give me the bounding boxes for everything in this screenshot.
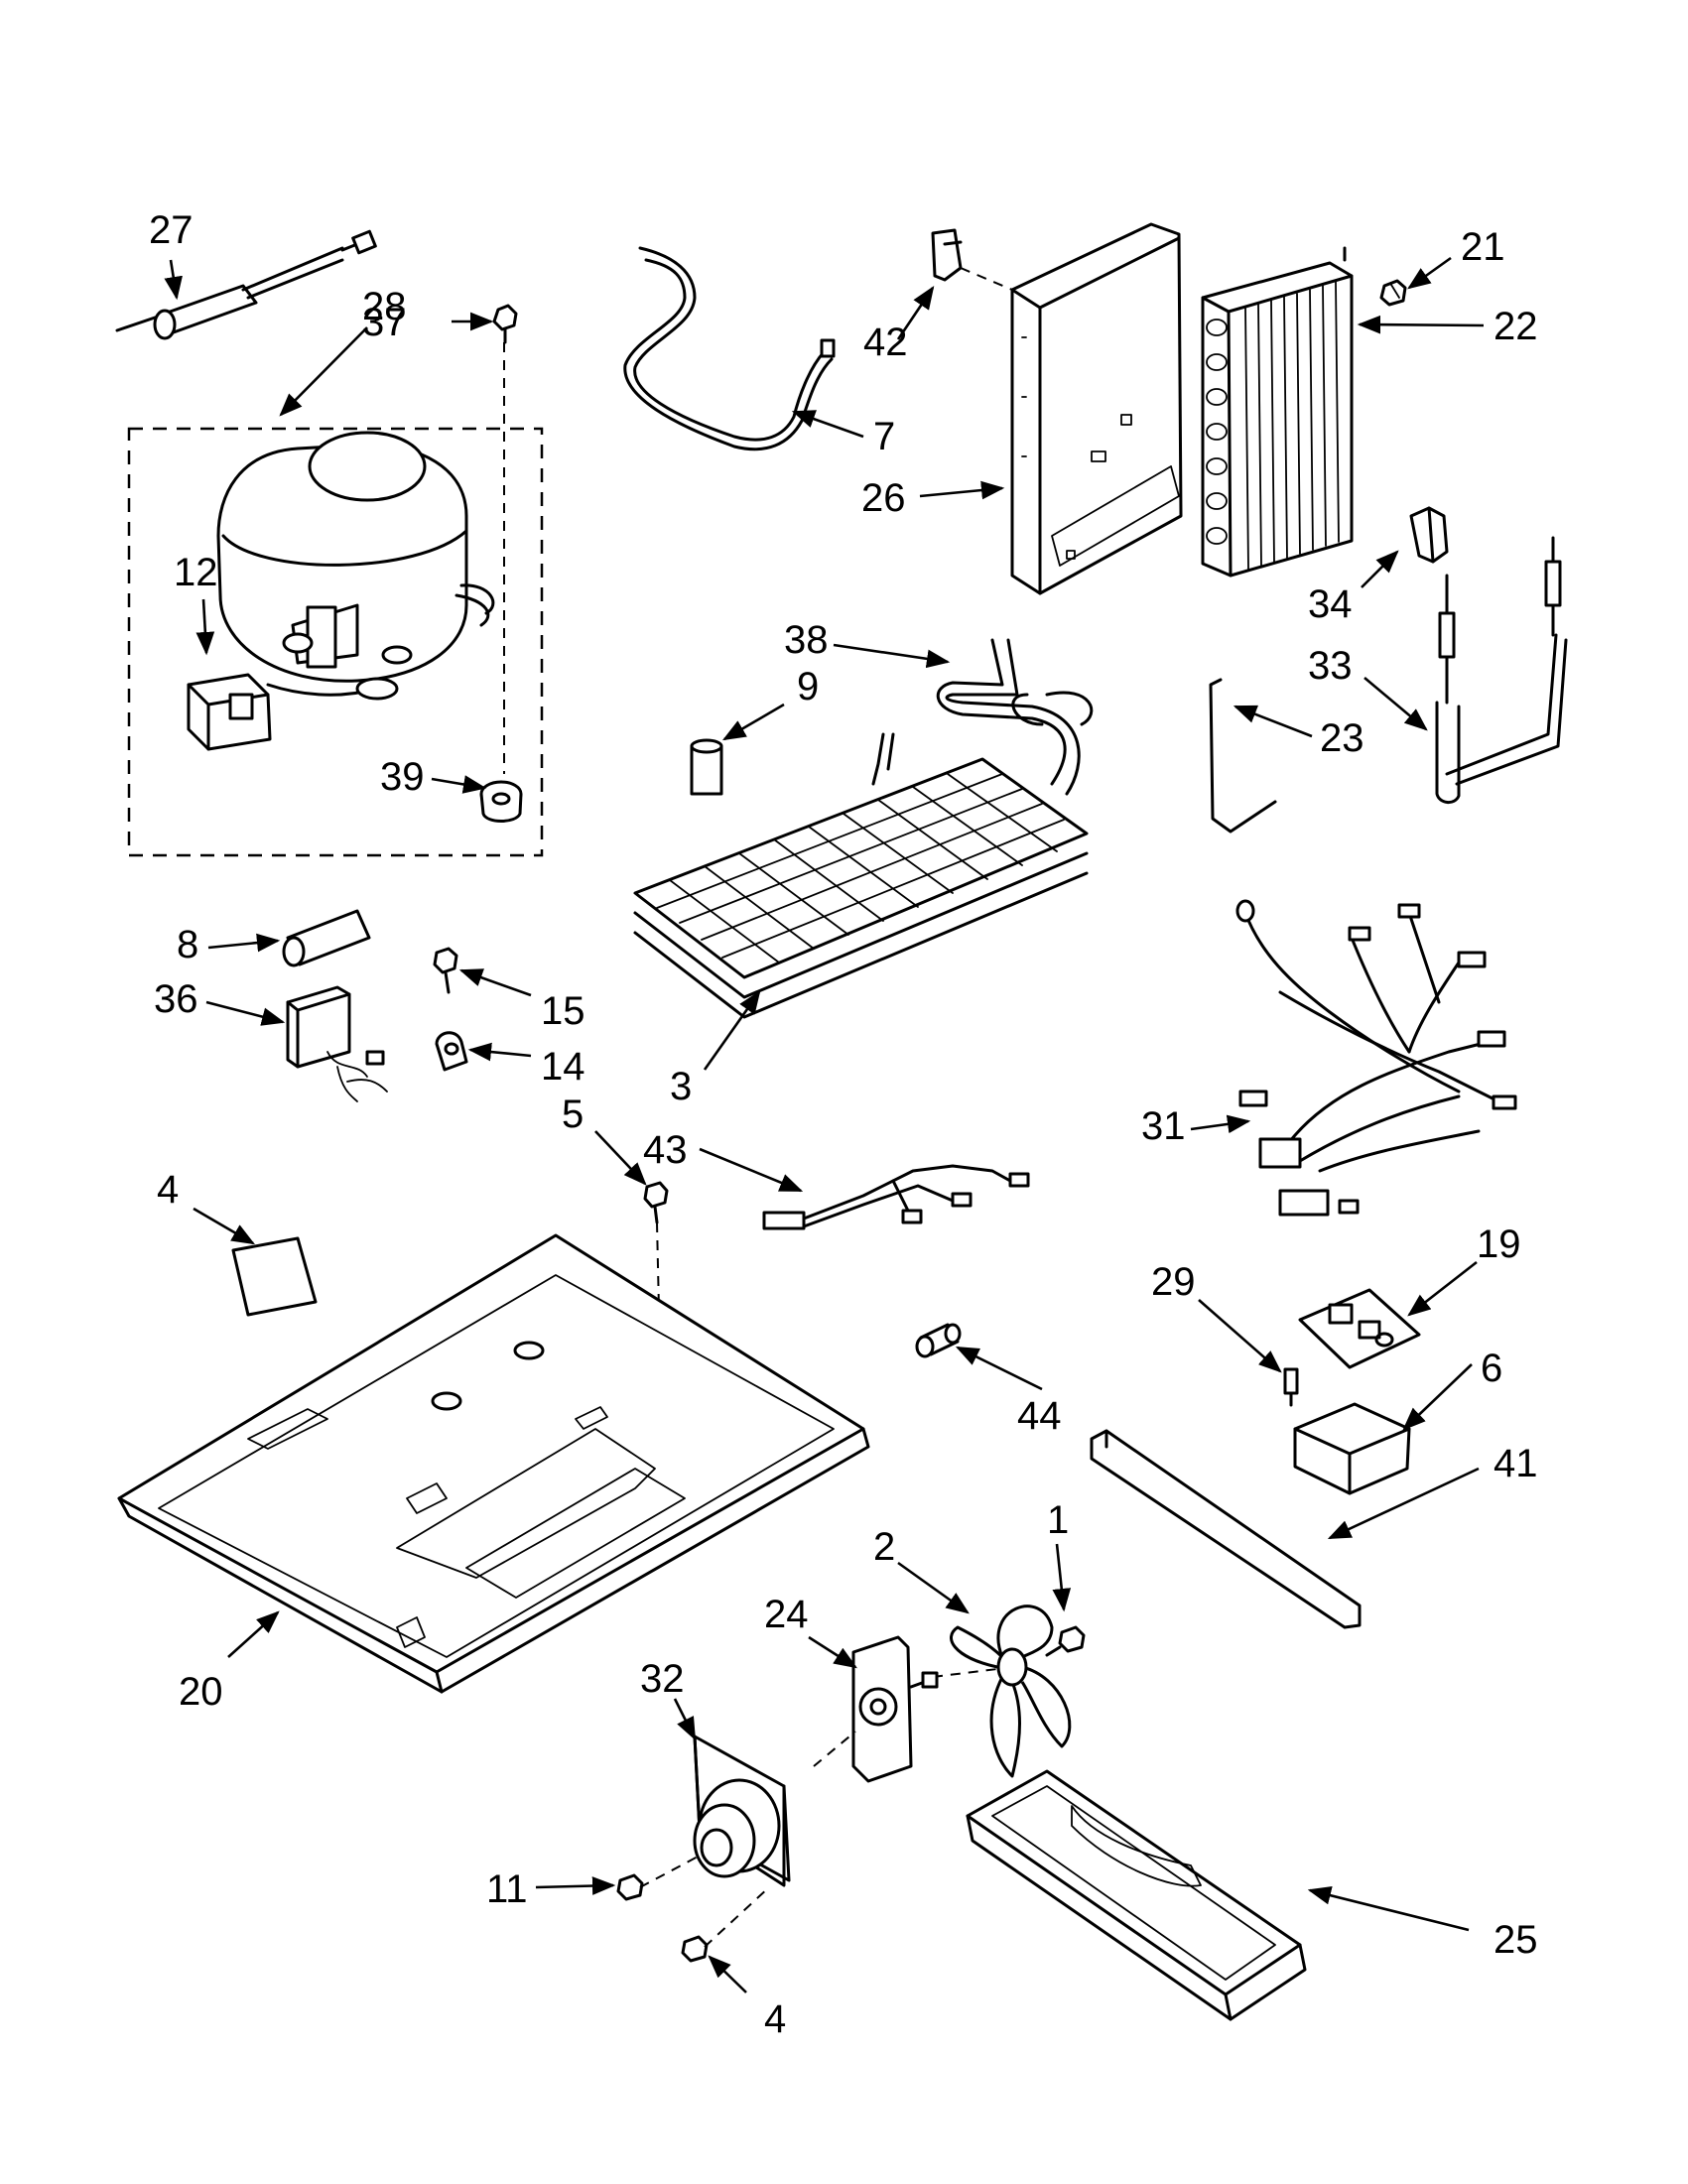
fan-shroud-32 <box>693 1734 791 1887</box>
part-label-38: 38 <box>784 618 829 662</box>
part-label-28: 28 <box>362 285 407 328</box>
evaporator-cover-part <box>1010 222 1183 595</box>
part-label-23: 23 <box>1320 716 1364 760</box>
screw-21 <box>1379 279 1407 307</box>
part-label-22: 22 <box>1493 305 1538 348</box>
screw-15 <box>433 947 458 994</box>
screw-1 <box>1045 1625 1086 1657</box>
tube-assembly-33 <box>1435 536 1568 804</box>
part-label-6: 6 <box>1481 1347 1502 1390</box>
part-label-2: 2 <box>873 1525 895 1569</box>
transformer-36 <box>286 985 388 1102</box>
plug-44 <box>915 1323 962 1358</box>
compressor-kit-box <box>127 427 544 857</box>
clip-part <box>931 228 963 282</box>
part-labels: 27 28 37 12 39 7 42 26 21 22 34 33 23 38… <box>149 208 1538 2041</box>
drain-pan-25 <box>966 1769 1307 2021</box>
part-label-21: 21 <box>1461 225 1505 269</box>
clip-34 <box>1409 506 1449 564</box>
screw-and-grommet <box>479 304 523 823</box>
relay-part <box>187 673 272 751</box>
part-label-3: 3 <box>670 1065 692 1108</box>
screw-4-bottom <box>681 1886 770 1963</box>
strip-41 <box>1090 1429 1362 1629</box>
wire-harness-31 <box>1235 899 1517 1217</box>
part-label-8: 8 <box>177 923 198 966</box>
part-label-42: 42 <box>863 321 908 364</box>
part-label-41: 41 <box>1493 1442 1538 1485</box>
clamp-14 <box>435 1031 468 1072</box>
drier-part <box>115 229 377 340</box>
tube-part-8 <box>282 909 371 967</box>
pad-4 <box>231 1236 318 1317</box>
control-board-19 <box>1298 1288 1421 1369</box>
part-label-11: 11 <box>486 1867 528 1911</box>
condenser-part <box>1201 246 1354 578</box>
leader-lines <box>164 256 1485 1993</box>
wire-clamp-23 <box>1209 678 1277 834</box>
box-6 <box>1293 1402 1411 1495</box>
part-label-29: 29 <box>1151 1260 1196 1304</box>
part-label-15: 15 <box>541 989 585 1033</box>
part-label-25: 25 <box>1493 1918 1538 1962</box>
compressor-part <box>216 431 495 701</box>
part-label-14: 14 <box>541 1045 585 1089</box>
harness-43 <box>762 1164 1030 1230</box>
part-label-32: 32 <box>640 1657 685 1701</box>
screw-5 <box>643 1181 669 1311</box>
part-label-36: 36 <box>154 977 198 1021</box>
part-label-4-bottom: 4 <box>764 1997 786 2041</box>
part-label-26: 26 <box>861 476 906 520</box>
part-label-7: 7 <box>873 415 895 458</box>
part-label-24: 24 <box>764 1593 809 1636</box>
part-label-43: 43 <box>643 1128 688 1172</box>
fan-blade-2 <box>950 1605 1072 1778</box>
part-label-39: 39 <box>380 755 425 799</box>
tube-part-38 <box>936 638 1094 796</box>
part-label-9: 9 <box>797 665 819 708</box>
part-label-44: 44 <box>1017 1394 1062 1438</box>
part-label-19: 19 <box>1477 1222 1521 1266</box>
part-label-27: 27 <box>149 208 194 252</box>
part-label-31: 31 <box>1141 1104 1186 1148</box>
base-pan-20 <box>117 1233 870 1694</box>
part-label-12: 12 <box>174 551 218 594</box>
part-label-20: 20 <box>179 1670 223 1714</box>
fan-motor-24 <box>851 1635 939 1783</box>
sensor-29 <box>1283 1367 1299 1407</box>
part-label-34: 34 <box>1308 582 1353 626</box>
part-label-37: 37 <box>362 301 407 344</box>
sleeve-part-9 <box>690 738 723 796</box>
part-label-5: 5 <box>562 1092 584 1136</box>
part-label-33: 33 <box>1308 644 1353 688</box>
part-label-1: 1 <box>1047 1498 1069 1542</box>
screw-11 <box>616 1855 701 1901</box>
tube-part <box>623 246 836 451</box>
part-label-4: 4 <box>157 1168 179 1212</box>
